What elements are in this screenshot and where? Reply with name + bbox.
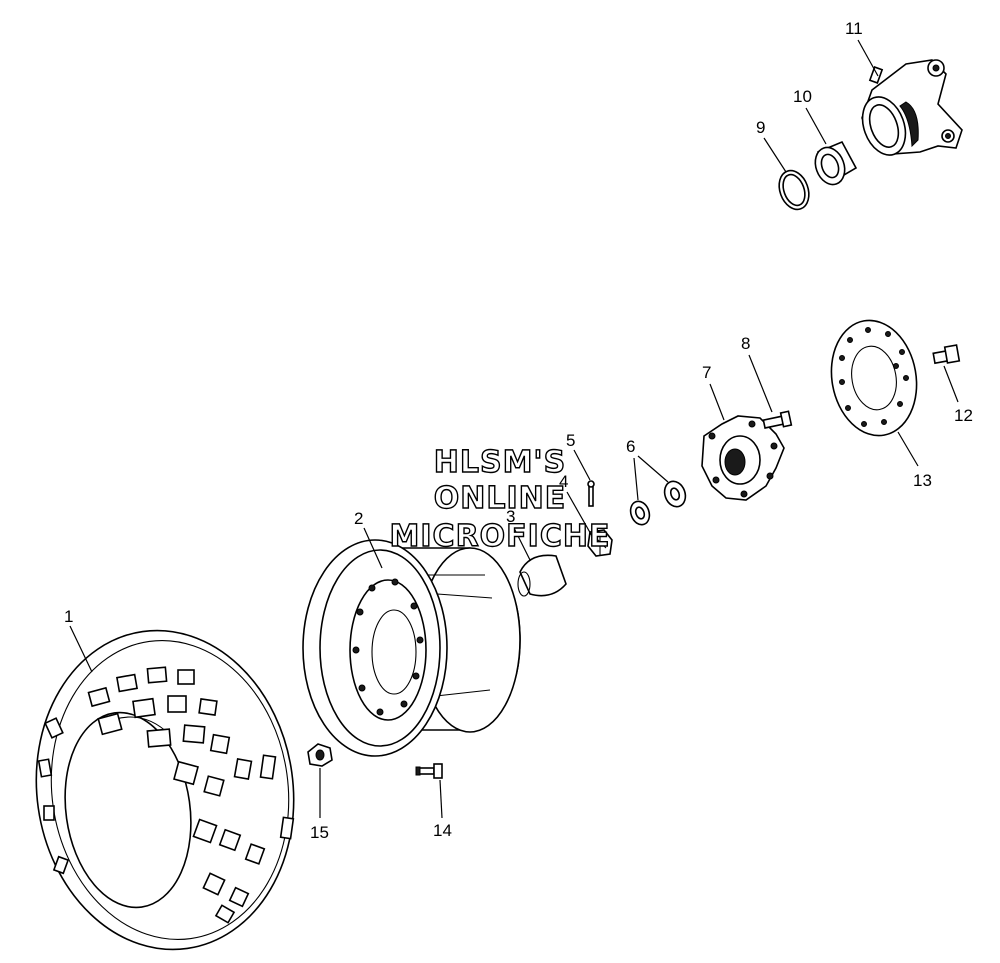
part-7-wheel-hub[interactable] (701, 415, 785, 501)
part-3-hub-cap[interactable] (517, 554, 567, 597)
leader-3 (513, 527, 531, 561)
callout-8: 8 (741, 334, 750, 353)
callout-7: 7 (702, 363, 711, 382)
callout-5: 5 (566, 431, 575, 450)
rim-bolt-holes (352, 578, 424, 716)
part-2-wheel-rim[interactable] (302, 539, 521, 757)
leader-4 (566, 491, 593, 537)
callout-6: 6 (626, 437, 635, 456)
callout-10: 10 (793, 87, 812, 106)
part-13-brake-disc[interactable] (823, 314, 926, 443)
leader-8 (748, 354, 773, 413)
leader-11 (857, 39, 879, 77)
callout-9: 9 (756, 118, 765, 137)
leader-5 (573, 449, 591, 481)
callout-11: 11 (845, 19, 863, 38)
callout-1: 1 (64, 607, 73, 626)
part-6-washers[interactable] (627, 478, 688, 527)
callout-15: 15 (310, 823, 329, 842)
part-11-knuckle[interactable] (855, 59, 963, 161)
callout-13: 13 (913, 471, 932, 490)
leader-9 (763, 137, 787, 173)
callout-3: 3 (506, 507, 515, 526)
leader-12 (943, 365, 959, 403)
leader-14 (439, 779, 443, 819)
part-5-cotter-pin[interactable] (587, 480, 595, 507)
part-9-snap-ring[interactable] (774, 166, 814, 213)
part-1-tire[interactable] (16, 614, 314, 963)
leader-2 (363, 527, 383, 569)
part-14-valve-stem[interactable] (415, 763, 443, 779)
leader-6b (637, 455, 669, 483)
watermark-line-3: MICROFICHE (390, 519, 611, 554)
leader-1 (69, 625, 93, 673)
callout-14: 14 (433, 821, 452, 840)
leader-6a (633, 457, 639, 501)
leader-13 (897, 431, 919, 467)
watermark-line-1: HLSM'S (434, 445, 566, 480)
callout-12: 12 (954, 406, 973, 425)
part-15-lug-nut[interactable] (307, 743, 333, 767)
part-12-bolt[interactable] (932, 344, 961, 365)
leader-7 (709, 383, 725, 421)
disc-holes (839, 327, 909, 427)
part-4-castle-nut[interactable] (587, 529, 613, 557)
leader-10 (805, 107, 827, 145)
watermark: HLSM'S ONLINE MICROFICHE (389, 444, 611, 554)
part-10-bearing[interactable] (810, 140, 858, 189)
callout-2: 2 (354, 509, 363, 528)
callout-4: 4 (559, 472, 568, 491)
part-8-bolt[interactable] (762, 410, 793, 429)
watermark-line-2: ONLINE (434, 481, 567, 516)
